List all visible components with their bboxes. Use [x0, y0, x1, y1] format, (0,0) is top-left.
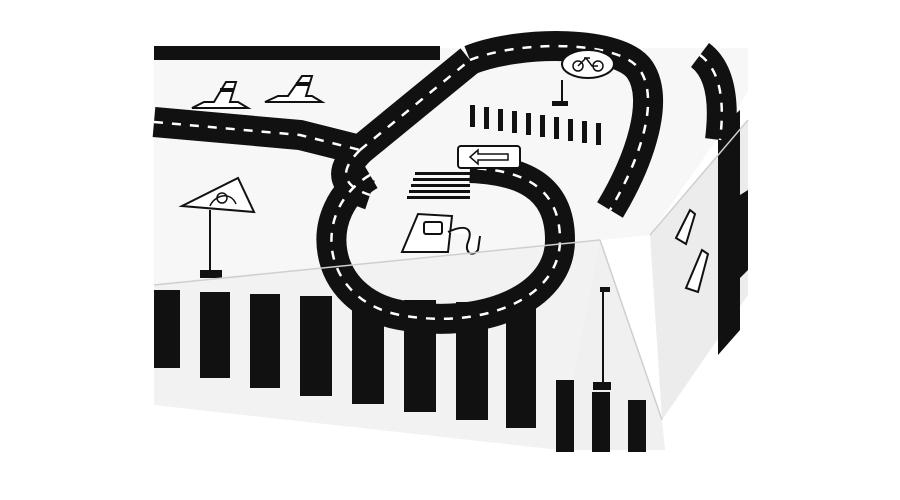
tablecloth-top-surface: [154, 48, 748, 285]
traffic-cone-icon: [191, 81, 252, 109]
sign-pole-corner: [593, 287, 611, 390]
road-ring: [316, 153, 576, 334]
crosswalk-middle: [407, 172, 470, 199]
tablecloth-corner-flap: [560, 240, 665, 450]
crosswalk-top: [470, 105, 601, 145]
fold-lines: [153, 119, 749, 421]
zebra-stripes-side: [718, 110, 748, 355]
arrow-left-sign-icon: [457, 145, 521, 169]
traffic-cone-icon: [684, 248, 710, 294]
fuel-pump-icon: [400, 212, 481, 255]
lane-markings: [153, 44, 724, 321]
roundabout-sign-icon: [178, 176, 256, 278]
bicycle-sign-icon: [552, 49, 615, 106]
traffic-cone-icon: [674, 208, 697, 246]
traffic-cone-icon: [264, 75, 326, 103]
